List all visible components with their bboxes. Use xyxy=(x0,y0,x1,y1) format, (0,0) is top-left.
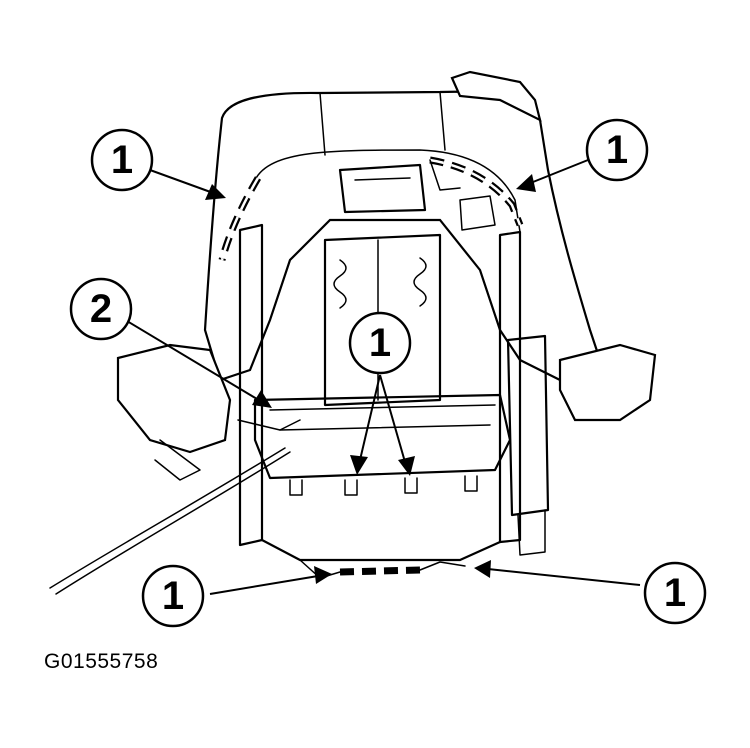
arrowhead-1 xyxy=(205,184,226,200)
side-bolsters xyxy=(116,343,657,481)
callout-label: 1 xyxy=(606,128,628,172)
arrowhead-3 xyxy=(252,390,272,408)
figure-id: G01555758 xyxy=(44,650,159,673)
callout-1: 1 xyxy=(90,128,154,192)
seat-frame xyxy=(238,163,550,562)
arrowhead-4a xyxy=(350,455,368,475)
wiring-harness xyxy=(49,149,524,595)
arrowhead-4b xyxy=(398,456,415,476)
callout-6: 1 xyxy=(643,561,707,625)
callout-label: 2 xyxy=(90,287,112,331)
seat-back-cushion xyxy=(203,70,602,382)
callout-5: 1 xyxy=(141,564,205,628)
callout-2: 1 xyxy=(585,118,649,182)
callout-label: 1 xyxy=(162,574,184,618)
arrowhead-5 xyxy=(314,566,332,584)
callout-label: 1 xyxy=(664,571,686,615)
arrowhead-2 xyxy=(516,174,536,192)
callout-3: 2 xyxy=(69,277,133,341)
callout-label: 1 xyxy=(111,138,133,182)
leader-lines xyxy=(121,159,641,595)
callout-label: 1 xyxy=(369,321,391,365)
arrowhead-6 xyxy=(474,560,491,578)
callout-4: 1 xyxy=(348,311,412,375)
